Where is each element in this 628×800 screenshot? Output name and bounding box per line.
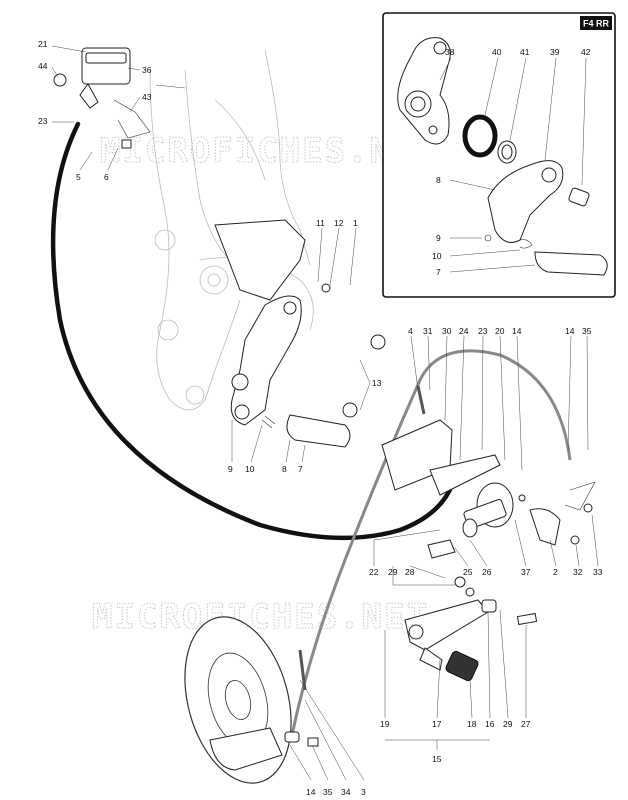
- callout-32: 32: [573, 567, 583, 577]
- callout-23: 23: [38, 116, 48, 126]
- brake-cable-grey: [290, 349, 572, 736]
- brake-pedal: [404, 576, 538, 682]
- callout-35-b: 35: [323, 787, 333, 797]
- callout-39: 39: [550, 47, 560, 57]
- callout-2: 2: [553, 567, 558, 577]
- callout-25: 25: [463, 567, 473, 577]
- rear-master-cylinder-assembly: [381, 419, 596, 559]
- callout-20: 20: [495, 326, 505, 336]
- callout-18: 18: [467, 719, 477, 729]
- callout-40: 40: [492, 47, 502, 57]
- callout-13: 13: [372, 378, 382, 388]
- callout-5: 5: [76, 172, 81, 182]
- callout-7: 7: [298, 464, 303, 474]
- callout-14-c: 14: [306, 787, 316, 797]
- callout-22: 22: [369, 567, 379, 577]
- callout-10: 10: [245, 464, 255, 474]
- callout-38: 38: [445, 47, 455, 57]
- callout-21: 21: [38, 39, 48, 49]
- callout-9-inset: 9: [436, 233, 441, 243]
- callout-11: 11: [316, 218, 325, 228]
- callout-6: 6: [104, 172, 109, 182]
- callout-27: 27: [521, 719, 531, 729]
- callout-44: 44: [38, 61, 48, 71]
- footrest-bracket: [214, 219, 386, 448]
- watermark-bottom: MICROFICHES.NET: [92, 597, 429, 637]
- callout-8-inset: 8: [436, 175, 441, 185]
- callout-3: 3: [361, 787, 366, 797]
- callout-42: 42: [581, 47, 591, 57]
- callout-43: 43: [142, 92, 152, 102]
- brake-disc: [184, 616, 319, 784]
- callout-30: 30: [442, 326, 452, 336]
- callout-19: 19: [380, 719, 390, 729]
- inset-code: F4 RR: [583, 19, 610, 29]
- callout-36: 36: [142, 65, 152, 75]
- callout-26: 26: [482, 567, 492, 577]
- callout-35-a: 35: [582, 326, 592, 336]
- callout-4: 4: [408, 326, 413, 336]
- callout-33: 33: [593, 567, 603, 577]
- callout-31: 31: [423, 326, 433, 336]
- callout-1: 1: [353, 218, 358, 228]
- master-cylinder: [53, 47, 151, 149]
- callout-24: 24: [459, 326, 469, 336]
- callout-34: 34: [341, 787, 351, 797]
- callout-9: 9: [228, 464, 233, 474]
- callout-23-b: 23: [478, 326, 488, 336]
- leader-lines: [51, 45, 599, 781]
- callout-labels: 21 44 36 43 23 5 6 11 12 1 13 9 10 8 7 3…: [38, 39, 603, 797]
- callout-15: 15: [432, 754, 442, 764]
- watermark-top: MICROFICHES.NET: [100, 131, 437, 171]
- callout-41: 41: [520, 47, 530, 57]
- callout-14-b: 14: [565, 326, 575, 336]
- callout-7-inset: 7: [436, 267, 441, 277]
- callout-17: 17: [432, 719, 442, 729]
- callout-29-b: 29: [503, 719, 513, 729]
- callout-16: 16: [485, 719, 495, 729]
- callout-14-a: 14: [512, 326, 522, 336]
- brake-hose-long: [50, 121, 455, 541]
- callout-37: 37: [521, 567, 531, 577]
- callout-8: 8: [282, 464, 287, 474]
- inset-panel: F4 RR: [382, 12, 616, 298]
- callout-29-a: 29: [388, 567, 398, 577]
- callout-10-inset: 10: [432, 251, 442, 261]
- callout-12: 12: [334, 218, 344, 228]
- callout-28: 28: [405, 567, 415, 577]
